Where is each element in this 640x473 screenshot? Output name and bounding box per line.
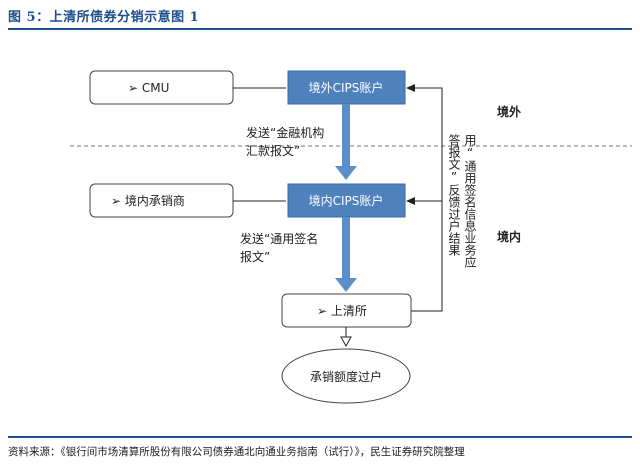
blue-arrow-2 — [335, 217, 357, 292]
overseas-cips-label: 境外CIPS账户 — [309, 80, 384, 95]
blue-arrow-1 — [335, 104, 357, 180]
transfer-node: 承销额度过户 — [281, 348, 411, 404]
cmu-node: ➢ CMU — [89, 70, 234, 105]
figure-title: 图 5：上清所债券分销示意图 1 — [8, 10, 200, 25]
shch-label: ➢ 上清所 — [317, 304, 367, 318]
domestic-underwriter-node: ➢ 境内承销商 — [89, 183, 234, 218]
feedback-text-col1: 用“通用签名信息业务应 — [463, 134, 477, 268]
send-financial-label-line2: 汇款报文” — [246, 143, 300, 158]
send-general-label-line2: 报文” — [240, 249, 270, 264]
region-overseas-label: 境外 — [497, 104, 521, 119]
title-divider — [8, 28, 632, 30]
overseas-cips-node: 境外CIPS账户 — [287, 70, 406, 105]
send-financial-label-line1: 发送“金融机构 — [246, 125, 324, 140]
domestic-underwriter-label: ➢ 境内承销商 — [111, 193, 185, 208]
source-divider — [8, 436, 632, 438]
transfer-label: 承销额度过户 — [310, 369, 382, 384]
domestic-cips-node: 境内CIPS账户 — [287, 183, 406, 218]
feedback-loop-arrow — [406, 84, 443, 312]
shch-node: ➢ 上清所 — [281, 293, 412, 328]
feedback-text-col2: 答报文”反馈过户结果 — [447, 133, 461, 256]
cmu-label: ➢ CMU — [128, 81, 169, 95]
region-domestic-label: 境内 — [497, 229, 521, 244]
source-note: 资料来源：《银行间市场清算所股份有限公司债券通北向通业务指南（试行）》，民生证券… — [8, 446, 465, 458]
domestic-cips-label: 境内CIPS账户 — [309, 193, 384, 208]
send-general-label-line1: 发送“通用签名 — [240, 231, 318, 246]
